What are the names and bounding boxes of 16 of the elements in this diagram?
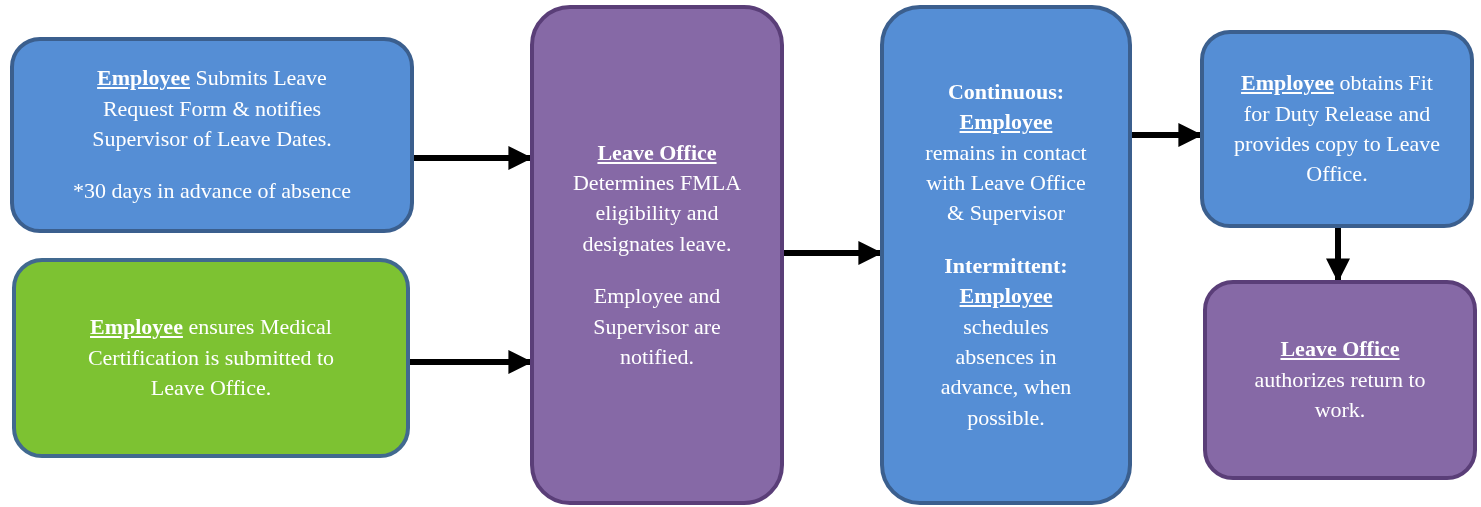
- arrow: [1326, 228, 1350, 283]
- box-text: *30 days in advance of absence: [73, 177, 351, 206]
- process-box: [12, 258, 410, 458]
- box-text: Employee obtains Fit for Duty Release and provides copy to Leave Office.: [1234, 69, 1440, 189]
- process-box: [1203, 280, 1477, 480]
- box-text: Leave Office authorizes return to work.: [1253, 335, 1427, 425]
- box-text: Leave Office Determines FMLA eligibility and designates leave.: [572, 138, 742, 258]
- box-text: Intermittent: Employee schedules absences in advance, when possible.: [939, 251, 1073, 432]
- process-box: [10, 37, 414, 233]
- box-text: Continuous: Employee remains in contact with Leave Office & Supervisor: [924, 78, 1088, 228]
- box-text: Employee Submits Leave Request Form & notifies Supervisor of Leave Dates.: [91, 64, 333, 153]
- box-text: Employee and Supervisor are notified.: [592, 282, 722, 371]
- process-box: [880, 5, 1132, 505]
- process-box: [530, 5, 784, 505]
- box-text: Employee ensures Medical Certification is submitted to Leave Office.: [86, 313, 336, 403]
- process-box: [1200, 30, 1474, 228]
